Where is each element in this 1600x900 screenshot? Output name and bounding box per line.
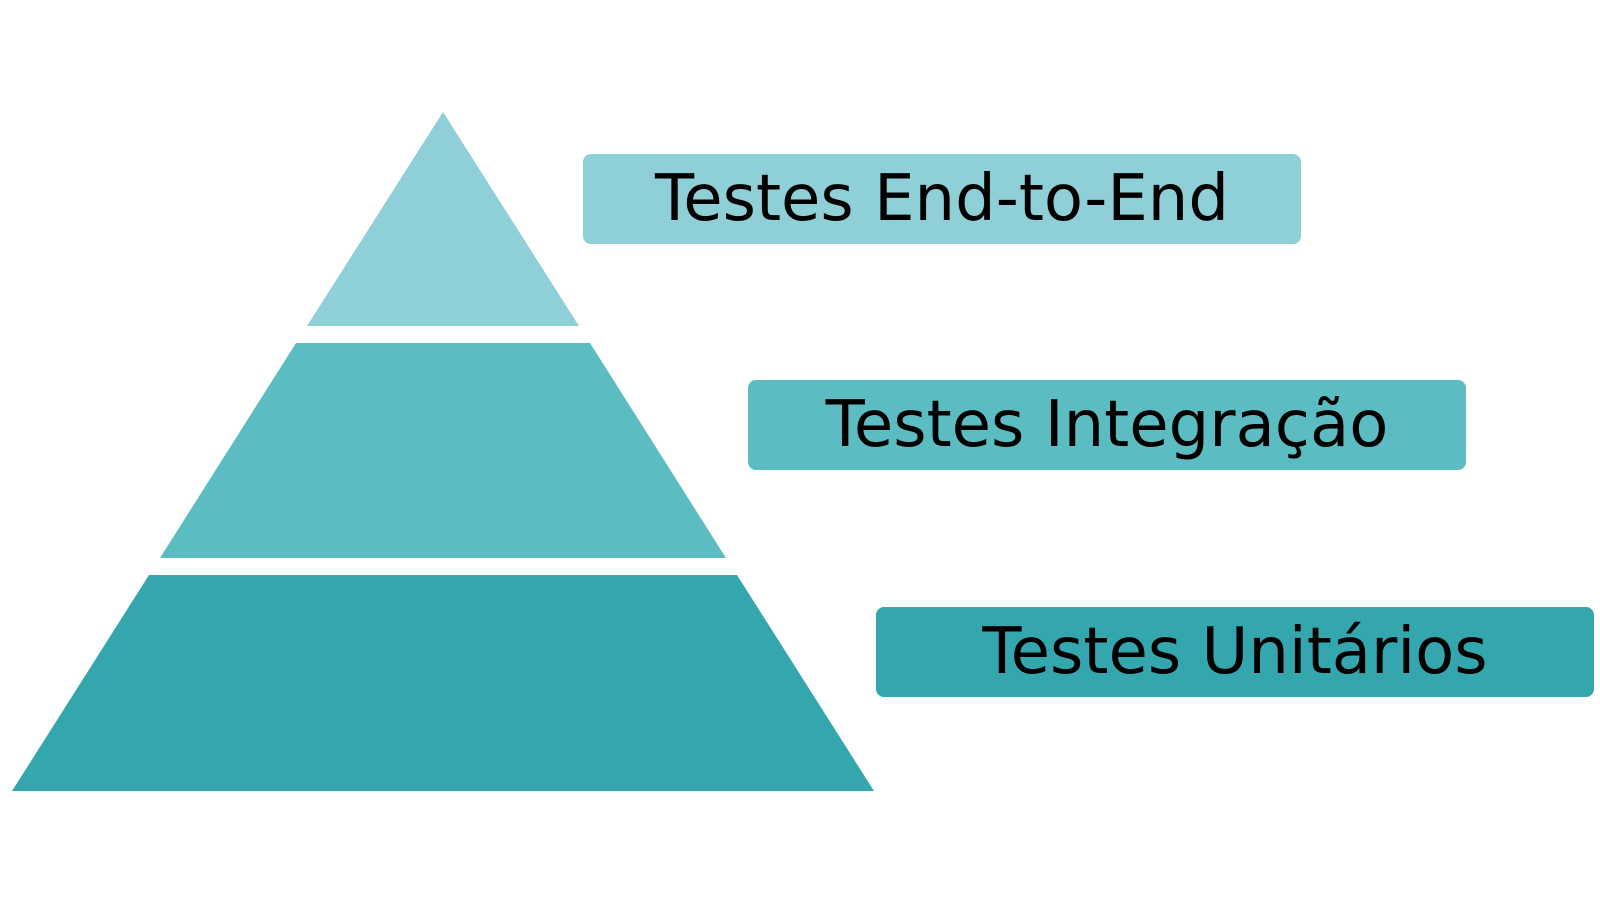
- label-integration-tests: Testes Integração: [748, 380, 1466, 470]
- label-end-to-end-tests-text: Testes End-to-End: [655, 162, 1229, 236]
- label-end-to-end-tests: Testes End-to-End: [583, 154, 1301, 244]
- label-integration-tests-text: Testes Integração: [825, 388, 1389, 462]
- pyramid-tier-middle: [160, 343, 726, 558]
- pyramid-tier-top: [307, 112, 579, 326]
- label-unit-tests: Testes Unitários: [876, 607, 1594, 697]
- pyramid-tier-bottom: [12, 575, 874, 791]
- label-unit-tests-text: Testes Unitários: [982, 615, 1488, 689]
